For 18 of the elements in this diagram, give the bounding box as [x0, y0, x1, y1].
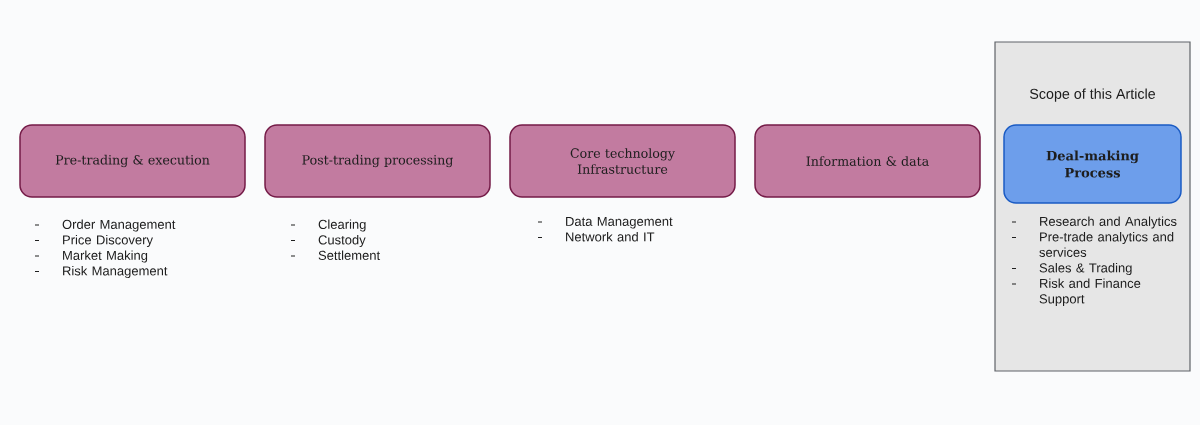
list-item: Price Discovery: [63, 234, 153, 248]
list-item: Research and Analytics: [1040, 216, 1177, 229]
category-box: Information & data: [754, 124, 981, 198]
category-box: Post-trading processing: [264, 124, 491, 198]
list-item: Clearing: [318, 219, 366, 232]
list-item: Market Making: [63, 250, 148, 263]
list-item: Sales & Trading: [1039, 262, 1132, 276]
highlighted-box: Deal-making Process: [1003, 124, 1182, 204]
list-item: Order Management: [62, 219, 176, 232]
list-item: Network and IT: [566, 231, 655, 242]
list-item: Settlement: [318, 250, 381, 260]
list-item: Data Management: [566, 216, 673, 229]
list-item: Custody: [318, 234, 366, 248]
list-item: Pre-trade analytics and services: [1039, 231, 1174, 257]
category-box: Core technology Infrastructure: [509, 124, 736, 198]
list-item: Risk Management: [63, 265, 168, 279]
list-item: Risk and Finance Support: [1039, 278, 1141, 307]
category-box: Pre-trading & execution: [19, 124, 246, 198]
